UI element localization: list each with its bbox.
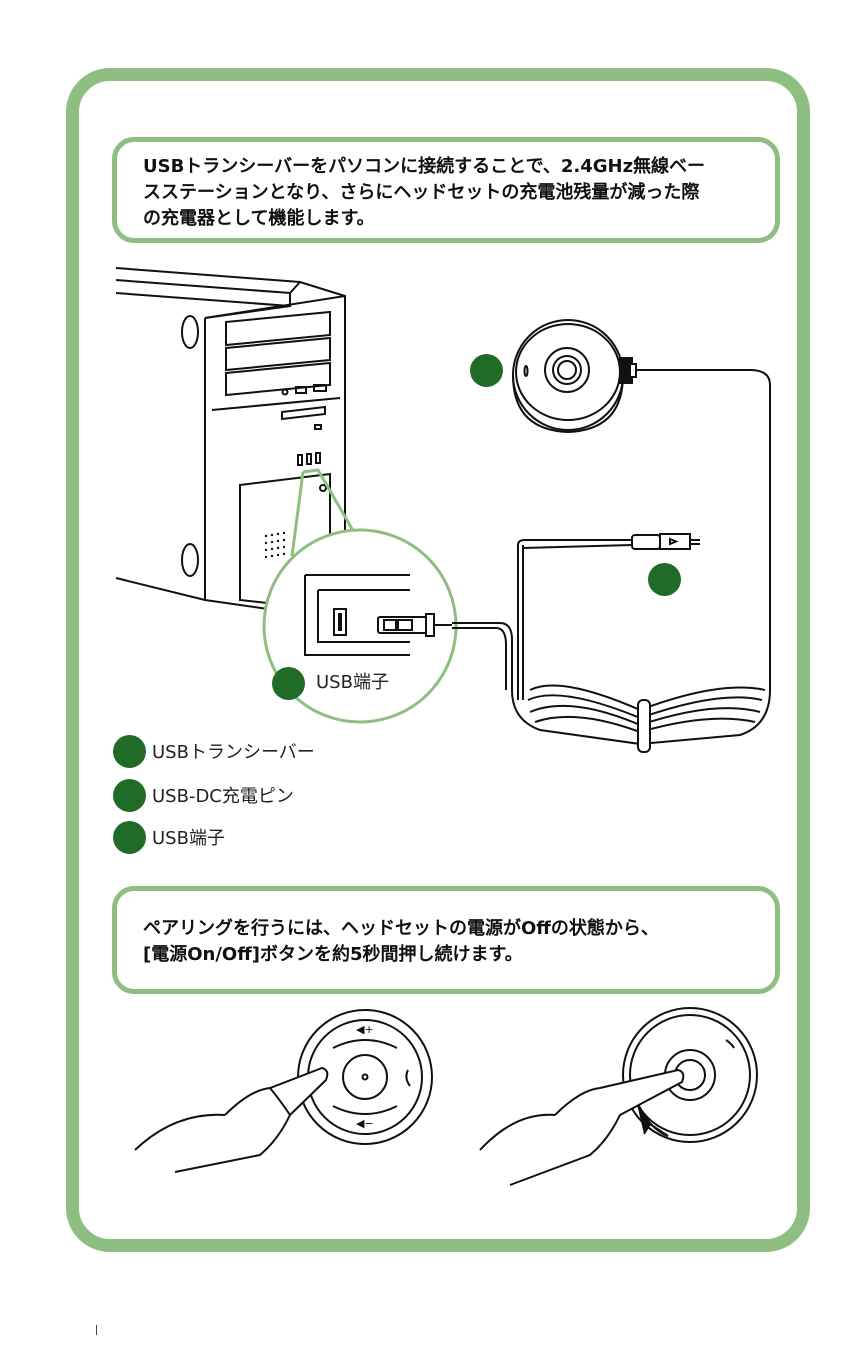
usb-transceiver-illustration xyxy=(513,320,636,432)
legend-label: USB-DC充電ピン xyxy=(152,782,294,808)
marker-dc-pin xyxy=(648,563,681,596)
svg-text:◀−: ◀− xyxy=(356,1117,374,1130)
legend-marker xyxy=(113,779,146,812)
page-mark xyxy=(96,1325,97,1335)
legend-marker xyxy=(113,735,146,768)
info-line: [電源On/Off]ボタンを約5秒間押し続けます。 xyxy=(143,942,757,968)
legend-item: USB端子 xyxy=(113,819,413,855)
info-box-pairing: ペアリングを行うには、ヘッドセットの電源がOffの状態から、 [電源On/Off… xyxy=(112,886,780,994)
cable-illustration xyxy=(452,370,770,752)
transceiver-press-illustration xyxy=(480,1008,757,1185)
marker-transceiver xyxy=(470,354,503,387)
callout-usb-port-label: USB端子 xyxy=(316,668,389,694)
info-line: ペアリングを行うには、ヘッドセットの電源がOffの状態から、 xyxy=(143,916,757,942)
svg-text:◀+: ◀+ xyxy=(356,1023,374,1036)
legend-marker xyxy=(113,821,146,854)
legend-label: USBトランシーバー xyxy=(152,738,315,764)
legend-label: USB端子 xyxy=(152,824,225,850)
legend-item: USB-DC充電ピン xyxy=(113,777,413,813)
controller-press-illustration: ◀+ ◀− xyxy=(135,1010,432,1172)
marker-usb-port xyxy=(272,667,305,700)
legend-item: USBトランシーバー xyxy=(113,733,413,769)
